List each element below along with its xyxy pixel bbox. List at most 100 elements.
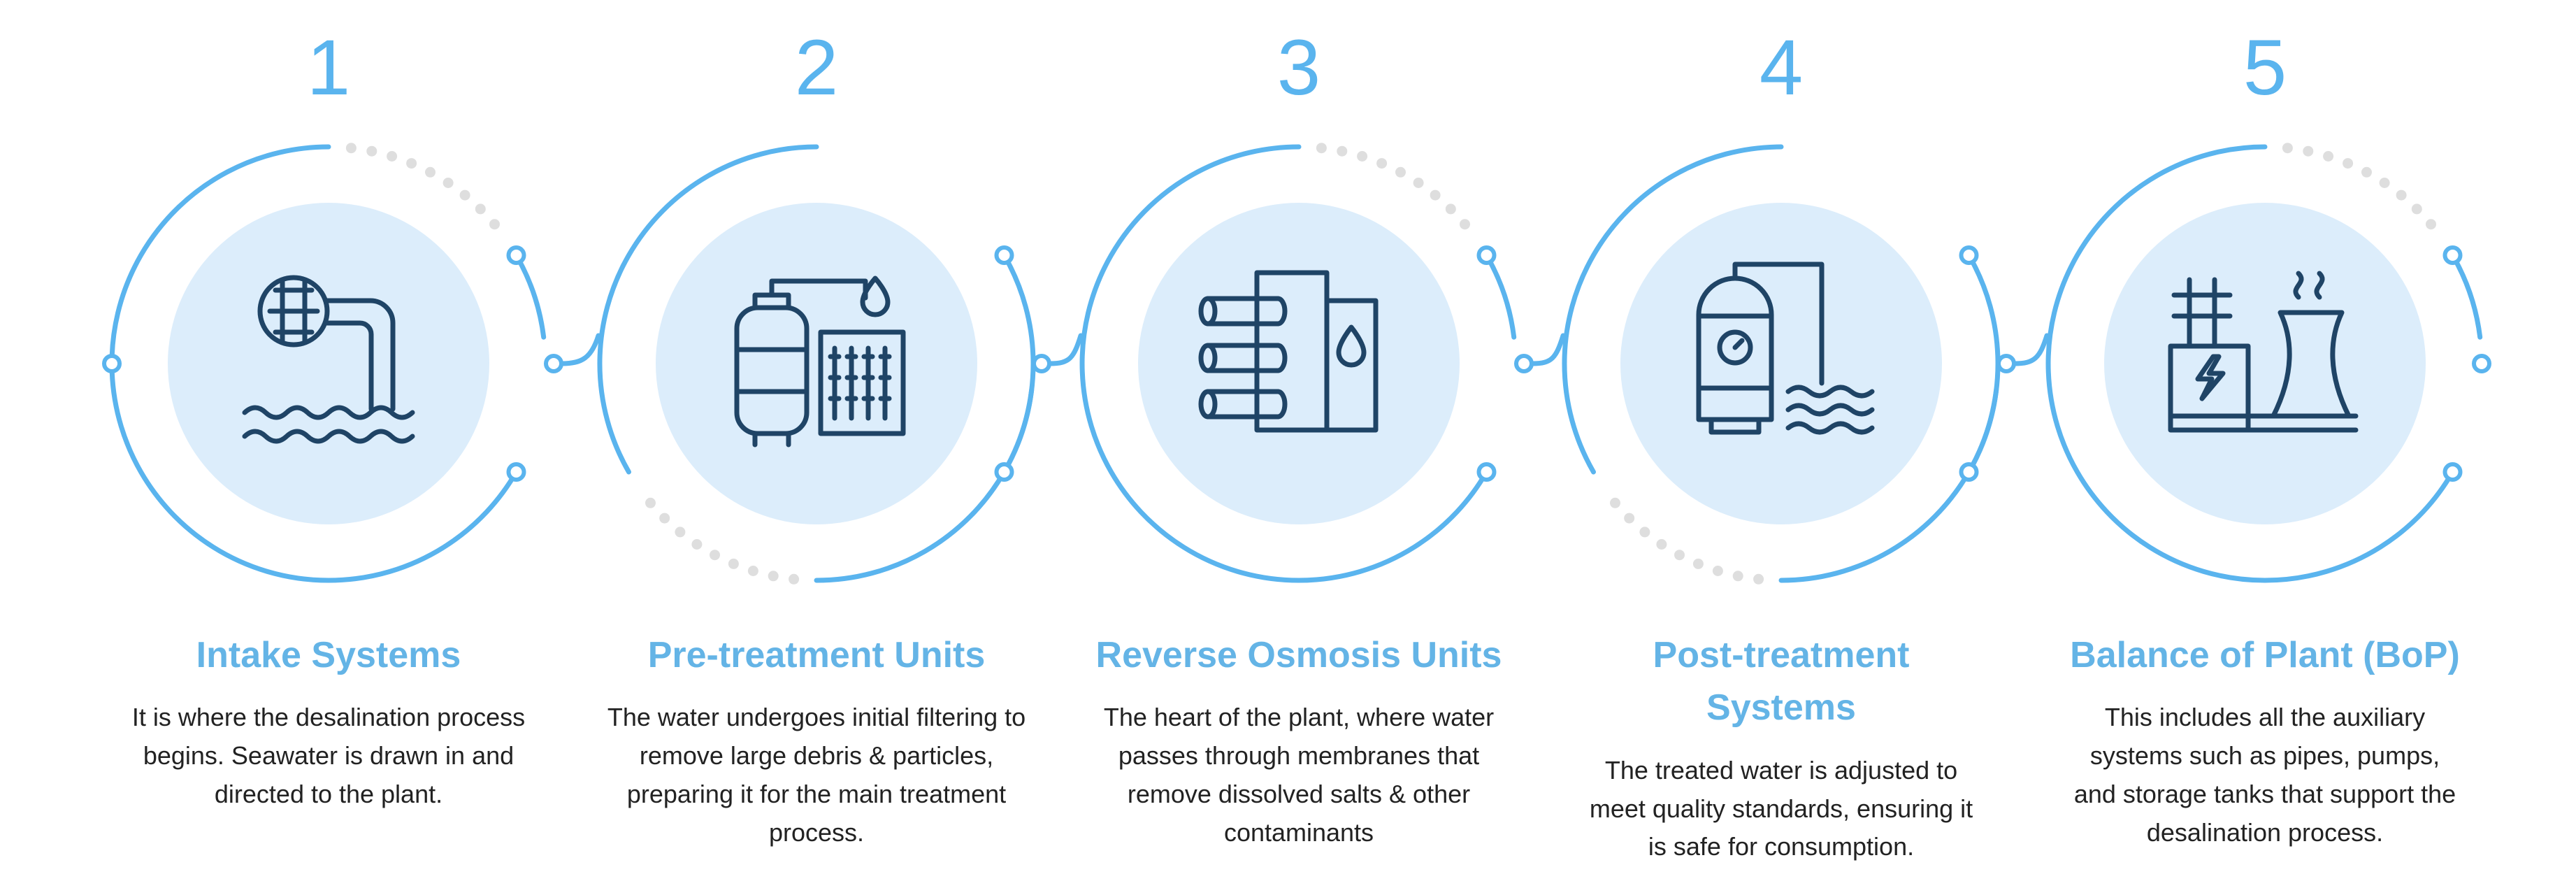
ring-dot (1674, 550, 1685, 561)
ring-dot (1712, 566, 1723, 576)
ring-dot (1639, 527, 1650, 538)
ring-dot (2303, 145, 2314, 157)
ring-dot (406, 158, 417, 169)
connector-line (559, 333, 601, 366)
step-4-circle (1620, 203, 1942, 524)
step-3-description: The heart of the plant, where water pass… (1103, 703, 1495, 847)
ring-arc (1562, 144, 1784, 475)
step-2-number: 2 (795, 24, 838, 111)
step-5-title: Balance of Plant (BoP) (2070, 635, 2460, 675)
ring-dot (1357, 151, 1368, 162)
ring-dot (2426, 219, 2436, 230)
step-1-description: It is where the desalination process beg… (131, 703, 526, 808)
treatment-tank-icon (1696, 262, 1875, 435)
ring-arc-stub (1002, 387, 1035, 475)
step-2-text: Pre-treatment Units The water undergoes … (593, 629, 1040, 852)
ring-dot (728, 558, 739, 569)
ring-dot (659, 513, 670, 524)
ring-arc-stub (514, 252, 547, 340)
step-3-ring (1079, 143, 1566, 583)
ring-dot (1430, 189, 1441, 201)
ring-dot (645, 497, 656, 508)
connector-node (1959, 462, 1979, 482)
ring-dot (1732, 571, 1743, 582)
ring-dot (675, 527, 686, 538)
step-1-title: Intake Systems (196, 635, 461, 675)
ring-dot (2379, 178, 2390, 188)
ring-dot (1656, 539, 1667, 550)
ring-dot (1753, 573, 1764, 585)
ring-dot (710, 550, 720, 561)
connector-node (506, 245, 526, 265)
connector-node (2472, 354, 2491, 373)
intake-pipe-icon (242, 275, 415, 444)
step-2-description: The water undergoes initial filtering to… (607, 703, 1026, 847)
connector-node (2442, 245, 2463, 265)
ring-dot (2411, 203, 2422, 215)
ring-dot (1460, 219, 1470, 230)
ring-arc (597, 144, 819, 475)
ring-dot (1445, 203, 1456, 215)
connector-node (506, 462, 526, 482)
connector-node (1476, 245, 1497, 265)
ring-arc-stub (2450, 252, 2483, 340)
connector-line (1530, 333, 1566, 366)
step-3-text: Reverse Osmosis Units The heart of the p… (1075, 629, 1523, 852)
step-5-text: Balance of Plant (BoP) This includes all… (2041, 629, 2489, 852)
ring-dot (789, 573, 800, 585)
step-4-text: Post-treatment Systems The treated water… (1557, 629, 2005, 866)
ring-dot (1624, 513, 1635, 524)
ring-arc-stub (1966, 387, 1999, 475)
step-4-ring (1562, 144, 2050, 585)
ring-arc (109, 144, 519, 583)
step-4-title: Post-treatment Systems (1653, 635, 1910, 729)
connector-node (1514, 354, 1534, 373)
ring-dot (1692, 558, 1704, 569)
ring-dot (1316, 143, 1327, 154)
ring-dot (1610, 497, 1620, 508)
membrane-unit-icon (1198, 270, 1379, 433)
step-2-title: Pre-treatment Units (647, 635, 986, 675)
ring-dot (1413, 178, 1424, 188)
ring-dot (2396, 189, 2407, 201)
step-3-circle (1138, 203, 1460, 524)
ring-dot (1376, 158, 1388, 169)
step-2-circle (656, 203, 977, 524)
ring-dot (2323, 151, 2334, 162)
ring-dot (747, 566, 758, 576)
ring-dot (691, 539, 703, 550)
ring-dot (1337, 145, 1348, 157)
ring-dot (2343, 158, 2354, 169)
ring-arc (2045, 144, 2455, 583)
connector-node (994, 245, 1014, 265)
ring-dot (2361, 166, 2372, 178)
connector-node (1996, 354, 2016, 373)
connector-line (2012, 333, 2050, 366)
filter-tank-icon (734, 275, 906, 448)
ring-dot (345, 143, 357, 154)
connector-node (1032, 354, 1051, 373)
step-3-title: Reverse Osmosis Units (1095, 635, 1502, 675)
ring-dot (1395, 166, 1406, 178)
ring-dot (489, 219, 500, 230)
power-plant-icon (2168, 271, 2359, 433)
ring-dot (442, 178, 454, 188)
ring-dot (425, 166, 436, 178)
step-1-number: 1 (307, 24, 350, 111)
ring-dot (366, 145, 377, 157)
step-4-description: The treated water is adjusted to meet qu… (1589, 755, 1973, 861)
ring-arc-stub (1484, 252, 1517, 340)
ring-dot (768, 571, 779, 582)
ring-arc (1079, 144, 1489, 583)
connector-node (994, 462, 1014, 482)
step-1-ring (102, 143, 601, 583)
connector-node (2442, 462, 2463, 482)
connector-node (1476, 462, 1497, 482)
ring-dot (475, 203, 486, 215)
connector-node (1959, 245, 1979, 265)
step-4-number: 4 (1760, 24, 1803, 111)
step-3-number: 3 (1277, 24, 1321, 111)
connector-node (102, 354, 122, 373)
step-5-number: 5 (2243, 24, 2287, 111)
